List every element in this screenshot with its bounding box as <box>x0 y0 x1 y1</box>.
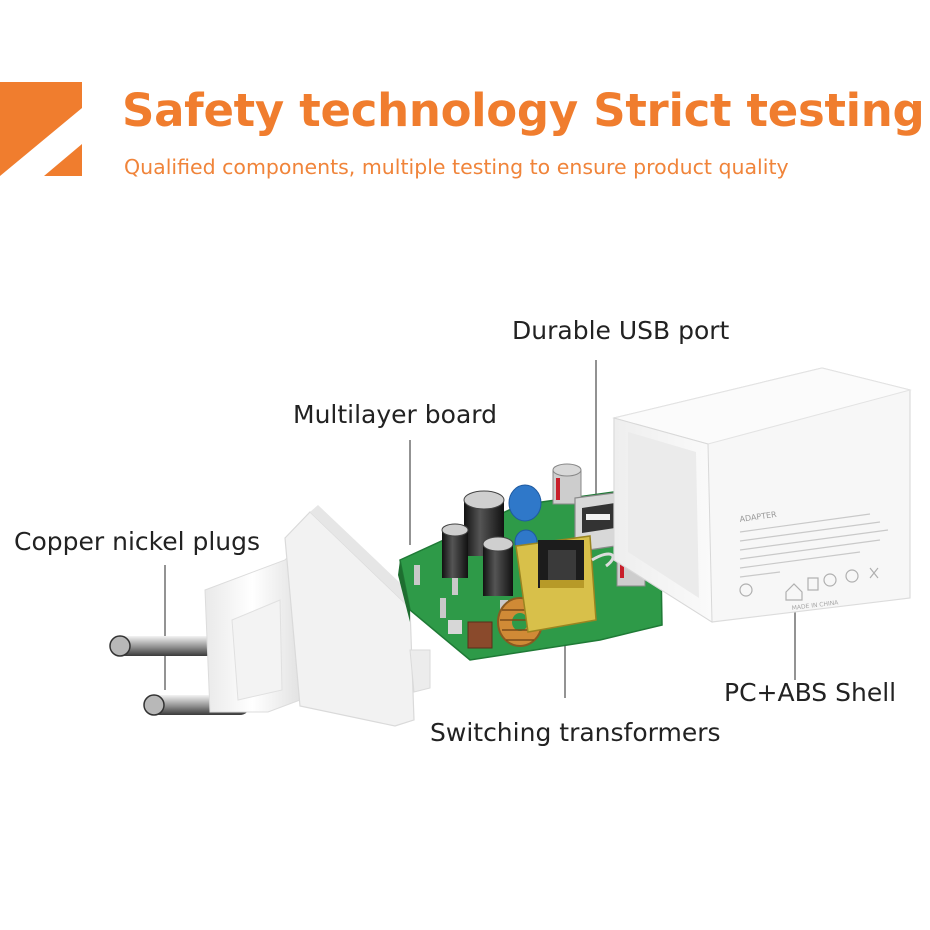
plug-part <box>109 505 431 727</box>
plug-pin-upper <box>109 635 216 657</box>
page-subtitle: Qualified components, multiple testing t… <box>124 155 789 179</box>
callout-usb-port: Durable USB port <box>512 316 730 345</box>
capacitor-mid <box>441 523 469 578</box>
callout-copper-plugs: Copper nickel plugs <box>14 527 261 556</box>
certification-icons <box>739 567 879 601</box>
pcb-board <box>398 463 663 661</box>
page-title: Safety technology Strict testing <box>122 84 925 137</box>
callout-multilayer-board: Multilayer board <box>293 400 497 429</box>
switching-transformer <box>515 535 615 633</box>
pc-abs-shell: ADAPTER MADE IN CHINA <box>612 367 912 623</box>
capacitor-small <box>482 536 514 596</box>
callout-shell: PC+ABS Shell <box>724 678 897 707</box>
shell-spec-lines <box>739 513 889 578</box>
corner-accent-shape <box>0 82 82 176</box>
callout-switching-transformers: Switching transformers <box>430 718 721 747</box>
